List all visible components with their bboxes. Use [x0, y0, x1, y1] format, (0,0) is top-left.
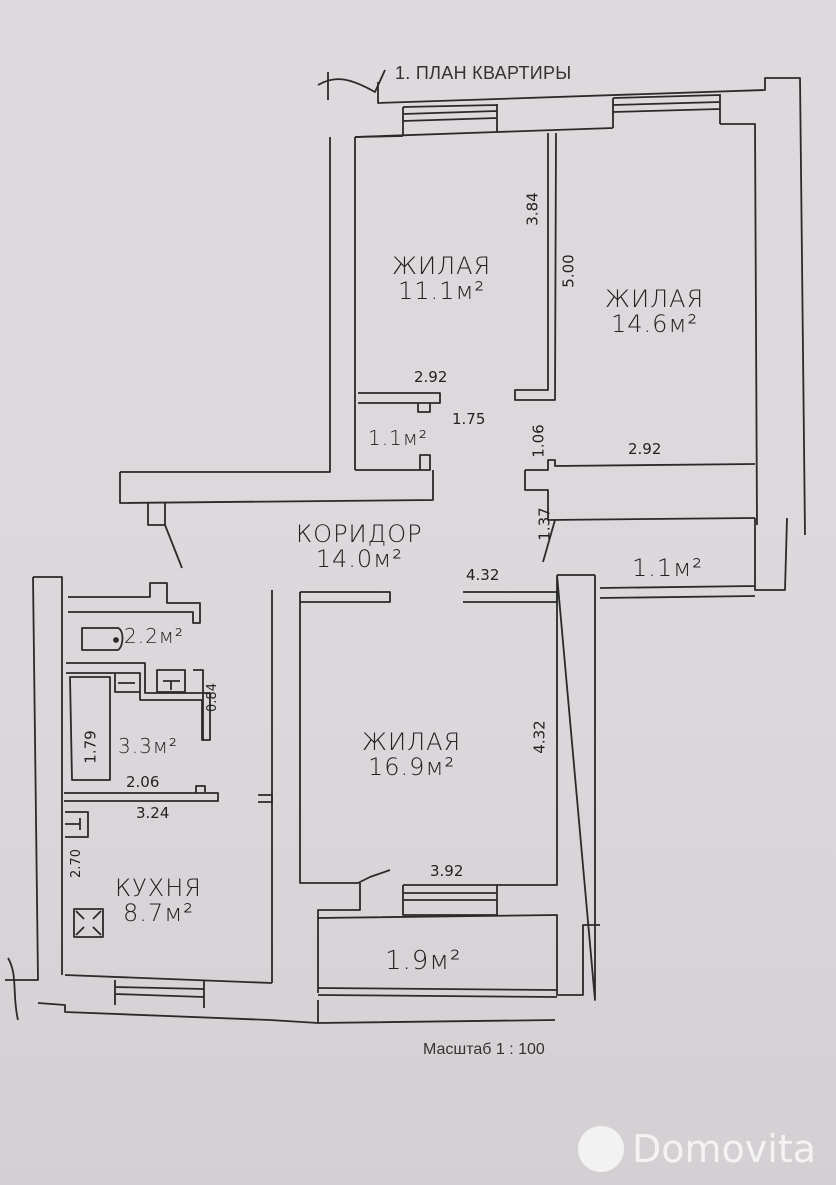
dimension-label: 0.84: [204, 683, 220, 712]
dimension-label: 3.84: [523, 192, 542, 226]
dimension-label: 3.92: [430, 862, 464, 880]
room-name: ЖИЛАЯ: [362, 728, 462, 756]
dimension-label: 1.37: [535, 507, 554, 541]
room-name: ЖИЛАЯ: [605, 285, 705, 313]
dimension-label: 1.75: [452, 410, 486, 428]
dimension-label: 2.92: [414, 368, 448, 386]
dimension-label: 3.24: [136, 804, 170, 822]
room-kitchen: КУХНЯ 8.7м²: [115, 874, 202, 928]
room-area: 16.9м²: [368, 753, 456, 782]
room-area: 8.7м²: [123, 899, 194, 928]
room-area: 14.6м²: [611, 310, 699, 339]
dimension-label: 5.00: [559, 254, 578, 288]
room-name: ЖИЛАЯ: [392, 252, 492, 280]
room-storage: 1.1м²: [368, 428, 428, 449]
dimension-label: 1.06: [529, 424, 548, 458]
watermark: Domovita: [578, 1126, 816, 1172]
room-living-3: ЖИЛАЯ 16.9м²: [362, 728, 462, 782]
dimension-label: 2.70: [68, 849, 84, 878]
room-area: 1.1м²: [632, 554, 703, 582]
room-area: 1.1м²: [368, 426, 428, 450]
room-living-2: ЖИЛАЯ 14.6м²: [605, 285, 705, 339]
room-balcony-1: 1.1м²: [632, 554, 703, 582]
room-area: 1.9м²: [385, 946, 462, 976]
room-area: 3.3м²: [118, 734, 178, 758]
bathtub-small: [81, 627, 124, 651]
watermark-brand: Domovita: [632, 1127, 817, 1171]
dimension-label: 4.32: [530, 720, 549, 754]
break-line: [317, 69, 386, 100]
dimension-label: 2.92: [628, 440, 662, 458]
dimension-label: 4.32: [466, 566, 500, 584]
room-area: 14.0м²: [315, 545, 403, 574]
dimension-label: 2.06: [126, 773, 160, 791]
outer-wall-top-right: [377, 77, 806, 536]
room-bathroom: 3.3м²: [118, 736, 178, 757]
bathtub: [69, 676, 111, 781]
room-balcony-2: 1.9м²: [385, 946, 462, 976]
room-name: КУХНЯ: [115, 874, 202, 902]
watermark-logo-icon: [578, 1126, 624, 1172]
room-name: КОРИДОР: [296, 520, 423, 548]
dimension-label: 1.79: [81, 730, 100, 764]
room-corridor: КОРИДОР 14.0м²: [296, 520, 423, 574]
room-wc: 2.2м²: [124, 626, 184, 647]
room-area: 11.1м²: [398, 277, 486, 306]
room-living-1: ЖИЛАЯ 11.1м²: [392, 252, 492, 306]
room-area: 2.2м²: [124, 624, 184, 648]
scale-label: Масштаб 1 : 100: [423, 1041, 545, 1058]
plan-title: 1. ПЛАН КВАРТИРЫ: [395, 63, 572, 83]
